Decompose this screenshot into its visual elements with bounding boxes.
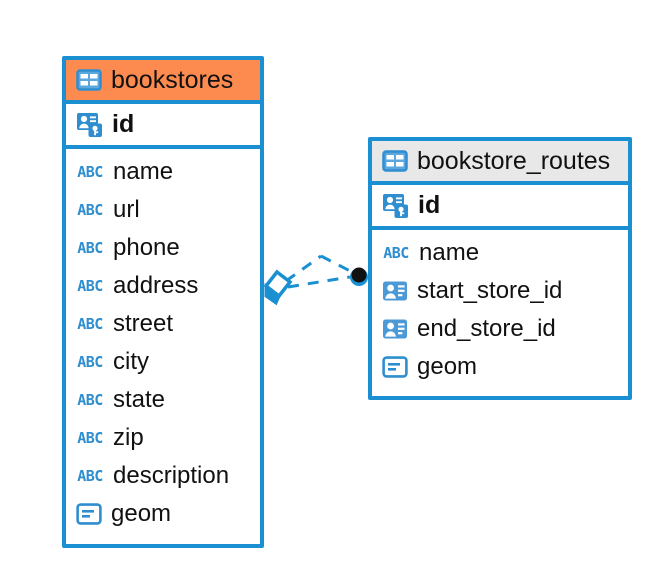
- field-row[interactable]: ABC zip: [76, 419, 250, 457]
- field-name: url: [113, 196, 140, 223]
- abc-text-icon: ABC: [77, 352, 103, 371]
- table-icon: [76, 69, 102, 91]
- relationship-line-upper-right: [320, 254, 355, 275]
- abc-text-icon: ABC: [77, 466, 103, 485]
- abc-text-icon: ABC: [77, 162, 103, 181]
- field-name: city: [113, 348, 149, 375]
- diamond-marker: [263, 269, 293, 306]
- abc-text-icon: ABC: [77, 314, 103, 333]
- field-list-bookstores: ABC name ABC url ABC phone ABC address A…: [66, 149, 260, 541]
- field-row[interactable]: end_store_id: [382, 310, 618, 348]
- field-name: start_store_id: [417, 277, 563, 304]
- entity-bookstores[interactable]: bookstores id: [62, 56, 264, 548]
- primary-key-name: id: [112, 110, 135, 138]
- abc-text-icon: ABC: [77, 390, 103, 409]
- field-row[interactable]: ABC city: [76, 343, 250, 381]
- field-name: geom: [417, 353, 478, 380]
- field-row[interactable]: ABC url: [76, 191, 250, 229]
- table-icon: [382, 150, 408, 172]
- primary-key-icon: [382, 193, 410, 219]
- relationship-line-upper-left: [285, 254, 322, 283]
- field-row[interactable]: ABC description: [76, 457, 250, 495]
- relationship-line-straight: [287, 275, 351, 289]
- field-name: description: [113, 462, 230, 489]
- entity-header-bookstore-routes[interactable]: bookstore_routes: [372, 141, 628, 185]
- abc-text-icon: ABC: [77, 200, 103, 219]
- field-row[interactable]: ABC name: [382, 234, 618, 272]
- primary-key-row-bookstore-routes-id[interactable]: id: [372, 185, 628, 230]
- filled-dot-marker: [350, 267, 368, 286]
- entity-title: bookstore_routes: [417, 146, 611, 175]
- entity-bookstore-routes[interactable]: bookstore_routes id: [368, 137, 632, 400]
- field-name: phone: [113, 234, 180, 261]
- field-name: state: [113, 386, 166, 413]
- field-name: name: [419, 239, 480, 266]
- field-row[interactable]: ABC street: [76, 305, 250, 343]
- field-row[interactable]: ABC phone: [76, 229, 250, 267]
- field-row[interactable]: ABC state: [76, 381, 250, 419]
- field-row[interactable]: geom: [382, 348, 618, 386]
- field-name: geom: [111, 500, 172, 527]
- field-row[interactable]: ABC address: [76, 267, 250, 305]
- field-row[interactable]: ABC name: [76, 153, 250, 191]
- field-list-bookstore-routes: ABC name start_store_id: [372, 230, 628, 394]
- entity-header-bookstores[interactable]: bookstores: [66, 60, 260, 104]
- field-row[interactable]: start_store_id: [382, 272, 618, 310]
- field-row[interactable]: geom: [76, 495, 250, 533]
- geometry-icon: [382, 356, 408, 378]
- abc-text-icon: ABC: [77, 238, 103, 257]
- primary-key-name: id: [418, 191, 441, 219]
- field-name: zip: [113, 424, 144, 451]
- abc-text-icon: ABC: [383, 243, 409, 262]
- primary-key-row-bookstores-id[interactable]: id: [66, 104, 260, 149]
- field-name: end_store_id: [417, 315, 556, 342]
- abc-text-icon: ABC: [77, 428, 103, 447]
- field-name: name: [113, 158, 174, 185]
- primary-key-icon: [76, 112, 104, 138]
- foreign-key-icon: [382, 318, 408, 340]
- abc-text-icon: ABC: [77, 276, 103, 295]
- foreign-key-icon: [382, 280, 408, 302]
- field-name: street: [113, 310, 174, 337]
- field-name: address: [113, 272, 199, 299]
- entity-title: bookstores: [111, 65, 234, 94]
- geometry-icon: [76, 503, 102, 525]
